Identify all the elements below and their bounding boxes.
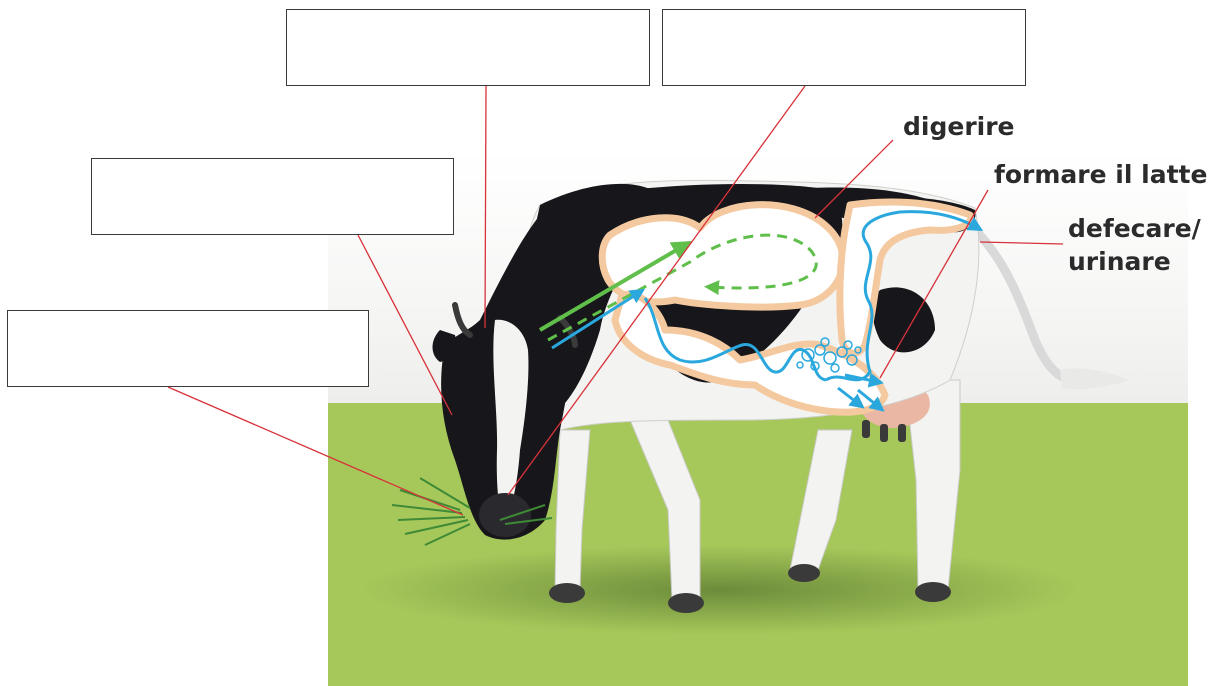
leader-line-4	[167, 386, 464, 516]
cow-shadow	[360, 545, 1080, 635]
leader-lines	[167, 85, 1064, 516]
intestine	[611, 290, 889, 416]
cow-head	[432, 215, 585, 540]
leader-line-3	[357, 234, 453, 416]
label-urinare: urinare	[1068, 247, 1171, 276]
label-defecare-urinare: defecare/ urinare	[1068, 212, 1201, 278]
grass-tuft	[391, 477, 553, 546]
answer-box-1[interactable]	[286, 9, 650, 86]
label-defecare: defecare/	[1068, 214, 1201, 243]
colon	[836, 198, 975, 357]
leader-line-digerire	[814, 139, 894, 219]
cow-tail	[970, 225, 1130, 390]
leader-line-latte	[879, 189, 989, 379]
cow-hooves	[549, 564, 951, 613]
leader-line-2	[507, 85, 806, 496]
food-path	[538, 233, 818, 342]
answer-box-3[interactable]	[91, 158, 454, 235]
cow-muzzle	[479, 493, 531, 537]
label-digerire: digerire	[903, 112, 1015, 141]
leader-line-defecare	[979, 241, 1064, 245]
bubbles	[796, 337, 862, 373]
answer-box-4[interactable]	[7, 310, 369, 387]
label-formare-latte: formare il latte	[994, 160, 1208, 189]
answer-box-2[interactable]	[662, 9, 1026, 86]
leader-line-1	[484, 85, 487, 329]
